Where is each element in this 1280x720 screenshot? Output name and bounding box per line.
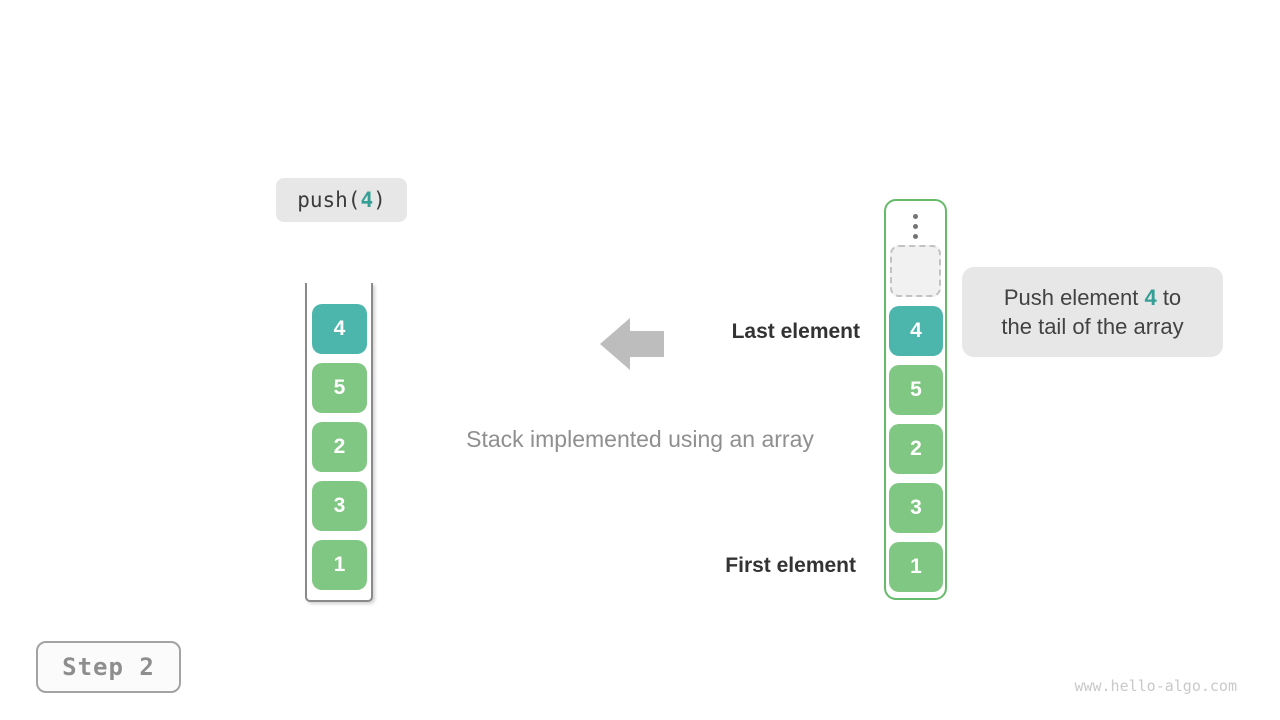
stack-cell: 3 (312, 481, 367, 531)
callout-line-1: Push element 4 to (1004, 283, 1181, 312)
dot (913, 224, 918, 229)
watermark: www.hello-algo.com (1074, 677, 1237, 695)
array-cell: 1 (889, 542, 943, 592)
stack-cell: 2 (312, 422, 367, 472)
stack-cell: 4 (312, 304, 367, 354)
ellipsis-icon (886, 214, 945, 239)
push-operation-close: ) (373, 188, 386, 212)
left-arrow-icon (600, 318, 664, 370)
push-operation-text: push( (297, 188, 361, 212)
dot (913, 234, 918, 239)
empty-array-slot (890, 245, 941, 297)
callout-value: 4 (1144, 285, 1157, 310)
array-cell: 2 (889, 424, 943, 474)
dot (913, 214, 918, 219)
stack-container: 4 5 2 3 1 (305, 283, 373, 602)
push-operation-badge: push(4) (276, 178, 407, 222)
step-indicator: Step 2 (36, 641, 181, 693)
callout-line-2: the tail of the array (1001, 314, 1184, 339)
array-cell: 3 (889, 483, 943, 533)
callout-text: to (1156, 285, 1182, 310)
last-element-label: Last element (731, 320, 860, 343)
array-cell: 4 (889, 306, 943, 356)
array-cell: 5 (889, 365, 943, 415)
push-annotation-callout: Push element 4 to the tail of the array (962, 267, 1223, 357)
array-container: 4 5 2 3 1 (884, 199, 947, 600)
push-operation-value: 4 (360, 188, 374, 212)
diagram-caption: Stack implemented using an array (466, 426, 814, 452)
first-element-label: First element (725, 554, 856, 577)
stack-cell: 1 (312, 540, 367, 590)
callout-text: Push element (1003, 285, 1145, 310)
stack-cell: 5 (312, 363, 367, 413)
